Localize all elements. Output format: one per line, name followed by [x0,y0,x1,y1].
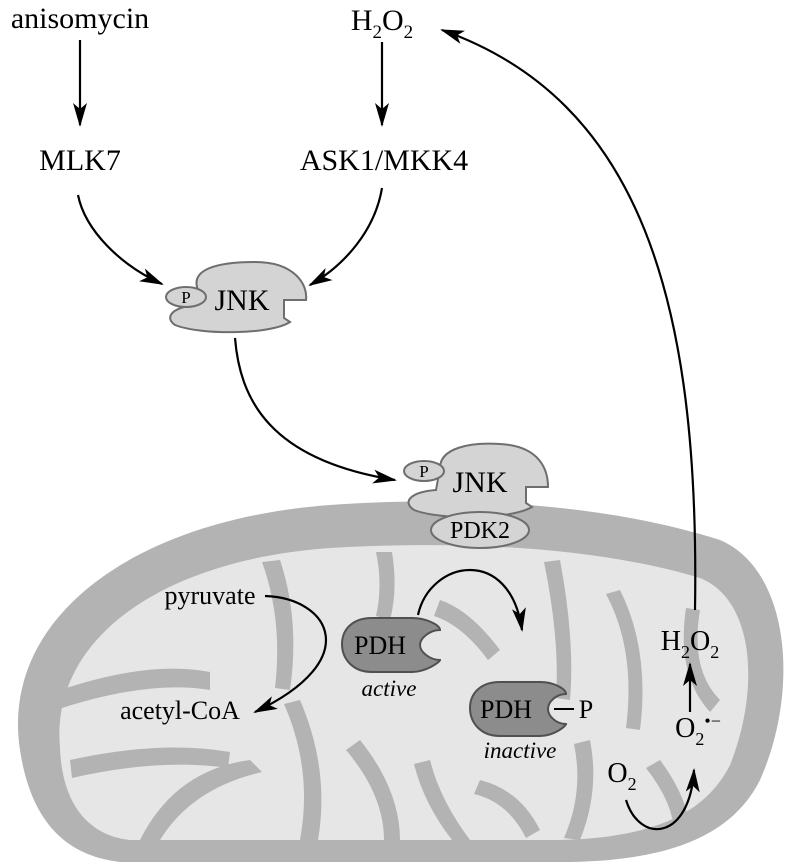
phospho-label-cytosolic: P [181,288,190,307]
arrow-h2o2-release [440,28,697,611]
pyruvate-label: pyruvate [165,581,256,610]
arrow-ask1-to-jnk [308,187,384,286]
h2o2-top-label: H2O2 [351,4,413,43]
phospho-pdh-label: P [579,695,593,724]
jnk-mitochondrial-label: JNK [452,466,507,499]
pdh-active-shape [340,617,442,673]
acetyl-coa-label: acetyl-CoA [120,696,240,725]
inactive-label: inactive [484,738,557,763]
phospho-badge-cytosolic [165,286,207,308]
arrow-jnk-translocation [233,337,397,484]
phospho-badge-mitochondrial [403,460,445,482]
arrow-o2-to-superoxide [624,768,700,830]
pdh-inactive: PDH P inactive [468,681,593,763]
pdh-active-label: PDH [354,631,406,660]
pdk2: PDK2 [430,511,530,549]
arrow-pyruvate-to-acetyl-coa [253,594,328,713]
arrow-mlk7-to-jnk [76,194,164,286]
phospho-label-mitochondrial: P [419,462,428,481]
jnk-cytosolic-label: JNK [214,284,269,317]
h2o2-mito-label: H2O2 [661,626,719,662]
ask1-mkk4-label: ASK1/MKK4 [300,144,468,177]
anisomycin-label: anisomycin [11,2,149,35]
mitochondrion [17,501,784,862]
jnk-mitochondrial: P JNK [403,442,550,519]
arrow-pdh-inactivation [416,569,526,632]
pdh-active: PDH active [340,617,442,701]
mlk7-label: MLK7 [39,144,121,177]
pdh-inactive-label: PDH [480,695,532,724]
pdh-inactive-shape [468,681,568,737]
pdk2-shape [430,511,530,549]
arrows [73,28,700,830]
jnk-mitochondrial-shape [407,442,550,519]
pdk2-label: PDK2 [450,518,510,544]
jnk-cytosolic: P JNK [165,260,308,334]
superoxide-label: O2•− [675,711,721,749]
cristae [60,552,720,840]
o2-label: O2 [607,758,636,794]
jnk-cytosolic-shape [169,260,308,334]
active-label: active [362,676,417,701]
